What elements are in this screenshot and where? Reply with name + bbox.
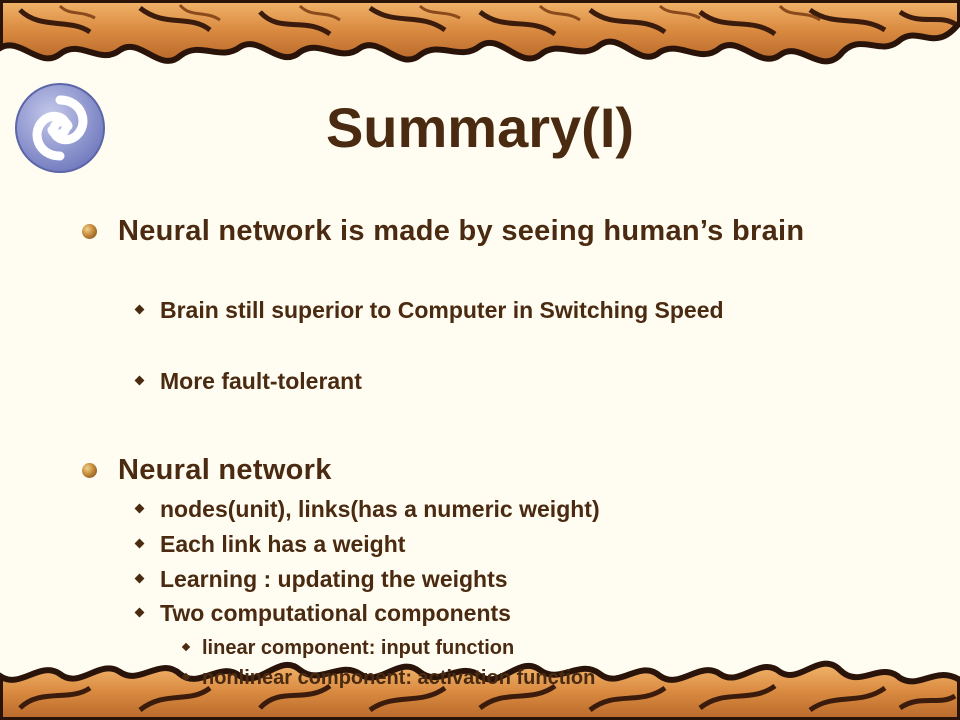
bullet-level2-text: Brain still superior to Computer in Swit…: [160, 297, 724, 323]
bullet-level1-text: Neural network is made by seeing human’s…: [118, 215, 805, 247]
bullet-level2: nodes(unit), links(has a numeric weight): [134, 493, 820, 525]
bullet-level2-text: nodes(unit), links(has a numeric weight): [160, 496, 600, 522]
bullet-level3-text: linear component: input function: [202, 637, 515, 659]
bullet-level3: linear component: input function: [181, 633, 822, 663]
diamond-bullet-icon: [181, 642, 191, 652]
bullet-level2-text: Each link has a weight: [160, 531, 406, 557]
diamond-bullet-icon: [134, 573, 145, 584]
bullet-level1: Neural network is made by seeing human’s…: [82, 212, 858, 250]
bullet-level3-text: nonlinear component: activation function: [202, 667, 596, 689]
swirl-logo-icon: [15, 83, 105, 173]
slide-title: Summary(I): [325, 96, 635, 159]
bullet-level2: More fault-tolerant: [134, 365, 820, 397]
bullet-level2: Two computational components: [134, 597, 820, 629]
diamond-bullet-icon: [134, 375, 145, 386]
bullet-level2-text: More fault-tolerant: [160, 368, 362, 394]
top-decorative-border: [0, 0, 960, 65]
bullet-level2: Each link has a weight: [134, 528, 820, 560]
bronze-ball-bullet-icon: [82, 224, 97, 239]
diamond-bullet-icon: [134, 607, 145, 618]
bullet-level2-text: Two computational components: [160, 600, 511, 626]
bullet-level2: Learning : updating the weights: [134, 563, 820, 595]
bullet-level2-text: Learning : updating the weights: [160, 566, 508, 592]
bronze-ball-bullet-icon: [82, 463, 97, 478]
bullet-level1: Neural network: [82, 451, 858, 489]
diamond-bullet-icon: [134, 538, 145, 549]
bullet-level3: nonlinear component: activation function: [181, 663, 822, 693]
diamond-bullet-icon: [134, 503, 145, 514]
bullet-level1-text: Neural network: [118, 454, 332, 486]
bullet-level2: Brain still superior to Computer in Swit…: [134, 294, 820, 326]
diamond-bullet-icon: [134, 304, 145, 315]
diamond-bullet-icon: [181, 672, 191, 682]
bottom-decorative-border: [0, 660, 960, 720]
